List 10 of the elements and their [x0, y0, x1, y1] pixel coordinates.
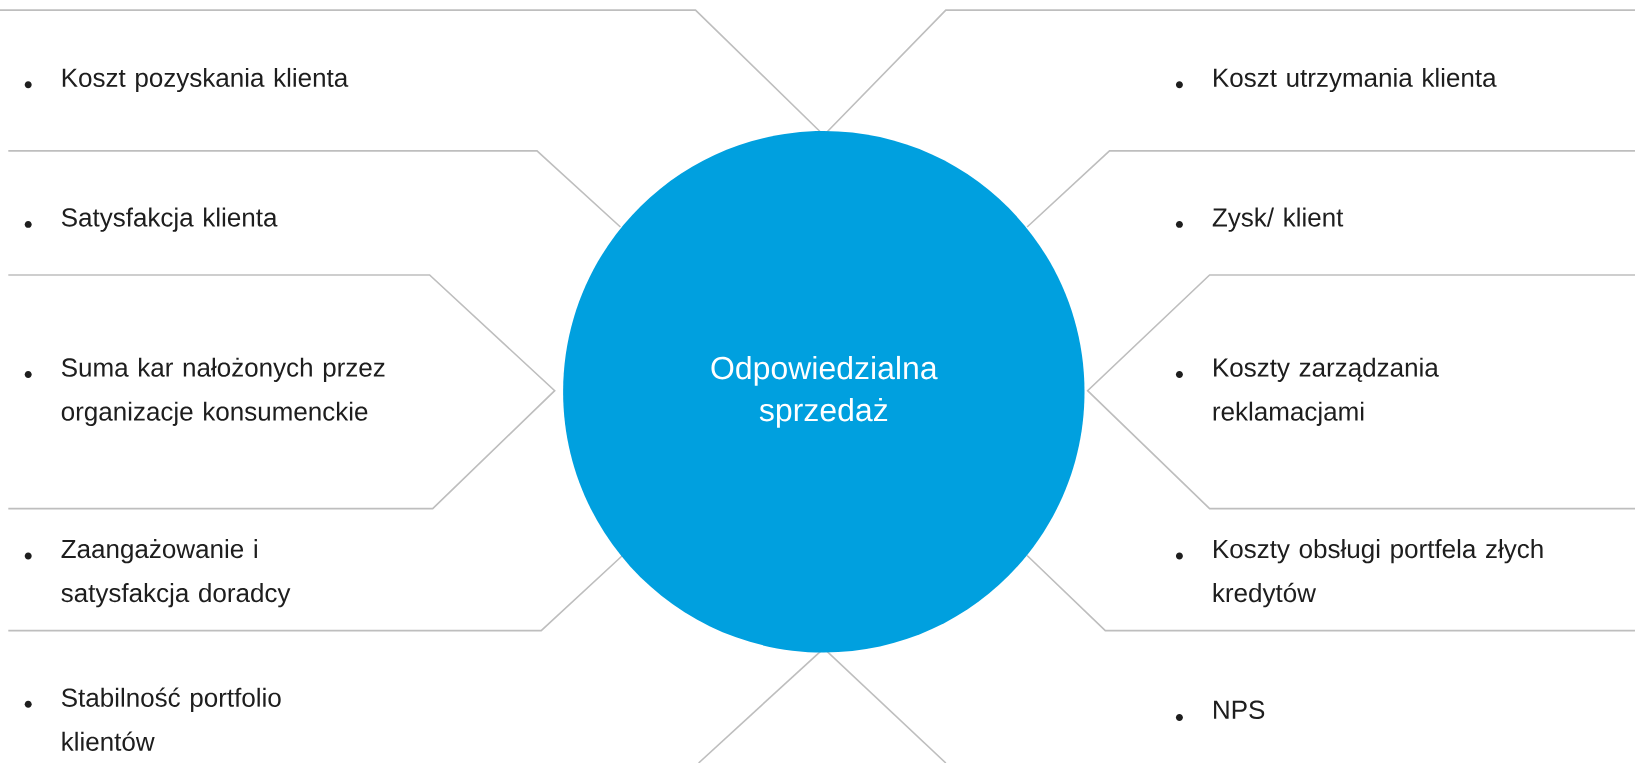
list-item: NPS [1214, 700, 1265, 719]
list-item: Zysk/ klient [1212, 207, 1344, 232]
list-item: Stabilność portfolio klientów [61, 687, 281, 751]
list-item: Suma kar nałożonych przez organizacje konsumenckie [61, 357, 385, 426]
list-item: Koszt utrzymania klienta [1214, 67, 1497, 93]
list-item: Zaangażowanie i satysfakcja doradcy [61, 539, 291, 608]
list-item: Koszty zarządzania reklamacjami [1213, 357, 1439, 426]
list-item: Satysfakcja klienta [61, 207, 278, 232]
list-item: Koszty obsługi portfela złych kredytów [1213, 539, 1543, 608]
list-item: Koszt pozyskania klienta [62, 67, 349, 93]
